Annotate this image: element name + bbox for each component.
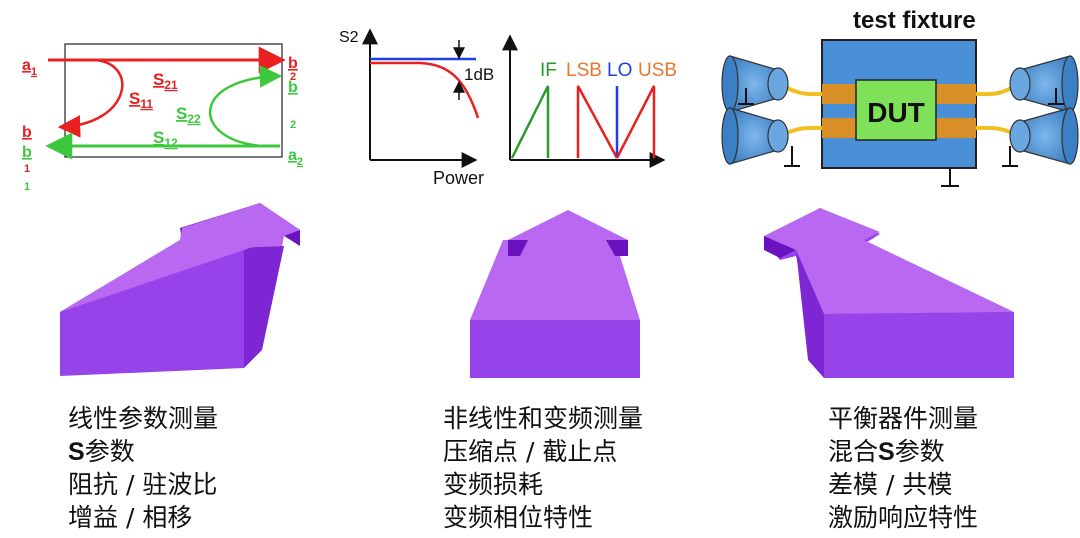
caption-right-line3: 差模 / 共模 [828, 470, 953, 499]
caption-left-line2-text: 参数 [84, 437, 135, 466]
label-s11: S11 [129, 89, 153, 111]
compression-ylabel: S2 [339, 29, 359, 46]
fixture-title: test fixture [853, 7, 976, 34]
s22-curve [208, 65, 283, 148]
caption-right-line4: 激励响应特性 [828, 503, 979, 532]
caption-right-line1: 平衡器件测量 [828, 404, 979, 433]
left-connector-top [721, 55, 789, 113]
if-label: IF [540, 60, 557, 81]
label-s22: S22 [176, 104, 201, 126]
dut-label: DUT [867, 97, 925, 128]
label-b1: b [22, 124, 32, 141]
label-a2: a2 [288, 147, 303, 168]
trace-right-bottom [934, 118, 976, 138]
caption-right-s: S [878, 438, 895, 466]
caption-left-line1: 线性参数测量 [68, 404, 219, 433]
trace-left-bottom [822, 118, 862, 138]
mixer-panel: IF LSB LO USB [502, 34, 677, 168]
right-connector-top [1009, 55, 1079, 113]
caption-right-line2: 混合S参数 [828, 435, 978, 468]
twoport-box [64, 43, 283, 158]
compressed-gain-curve [370, 61, 480, 119]
caption-left-s: S [68, 438, 85, 466]
trace-right-top [934, 84, 976, 104]
label-b1-red-sub: 1 [24, 163, 30, 175]
marker-label: 1dB [464, 65, 494, 84]
arrow-middle [470, 210, 640, 378]
sparam-panel: a1 b b 1 1 b b 2 2 a2 S21 S11 S22 S12 [22, 43, 303, 193]
caption-middle-line1: 非线性和变频测量 [443, 404, 644, 433]
caption-left-line4: 增益 / 相移 [68, 503, 193, 532]
lsb-label: LSB [566, 60, 602, 81]
left-connector-bottom [721, 107, 800, 167]
caption-left-line3: 阻抗 / 驻波比 [68, 470, 218, 499]
label-s21: S21 [153, 70, 178, 92]
if-spectrum [510, 85, 550, 159]
fixture-panel: test fixture DUT [721, 7, 1079, 187]
compression-panel: S2 Power 1dB [339, 28, 494, 188]
label-a1: a1 [22, 57, 37, 78]
caption-right: 平衡器件测量 混合S参数 差模 / 共模 激励响应特性 [828, 402, 978, 534]
label-b2: b [288, 55, 298, 72]
caption-left: 线性参数测量 S参数 阻抗 / 驻波比 增益 / 相移 [68, 402, 218, 534]
caption-right-line2b: 参数 [894, 437, 945, 466]
label-b2-green: b [288, 79, 298, 96]
label-b2-red-sub: 2 [290, 71, 296, 83]
arrow-right [764, 208, 1014, 378]
caption-left-line2: S参数 [68, 435, 218, 468]
compression-xlabel: Power [433, 168, 484, 188]
caption-right-line2a: 混合 [828, 437, 879, 466]
trace-left-top [822, 84, 862, 104]
caption-middle-line4: 变频相位特性 [443, 503, 594, 532]
label-b2-green-sub: 2 [290, 119, 296, 131]
lsb-spectrum [576, 85, 619, 159]
label-s12: S12 [153, 128, 178, 150]
lo-label: LO [607, 60, 632, 81]
s11-curve [57, 58, 124, 138]
caption-middle-line3: 变频损耗 [443, 470, 544, 499]
right-connector-bottom [1002, 107, 1079, 167]
caption-middle-line2: 压缩点 / 截止点 [443, 437, 618, 466]
dut-box [855, 79, 937, 141]
usb-label: USB [638, 60, 677, 81]
caption-middle: 非线性和变频测量 压缩点 / 截止点 变频损耗 变频相位特性 [443, 402, 643, 534]
label-b1-green-sub: 1 [24, 181, 30, 193]
usb-spectrum [615, 85, 656, 159]
arrow-left [60, 203, 300, 376]
label-b1-green: b [22, 144, 32, 161]
